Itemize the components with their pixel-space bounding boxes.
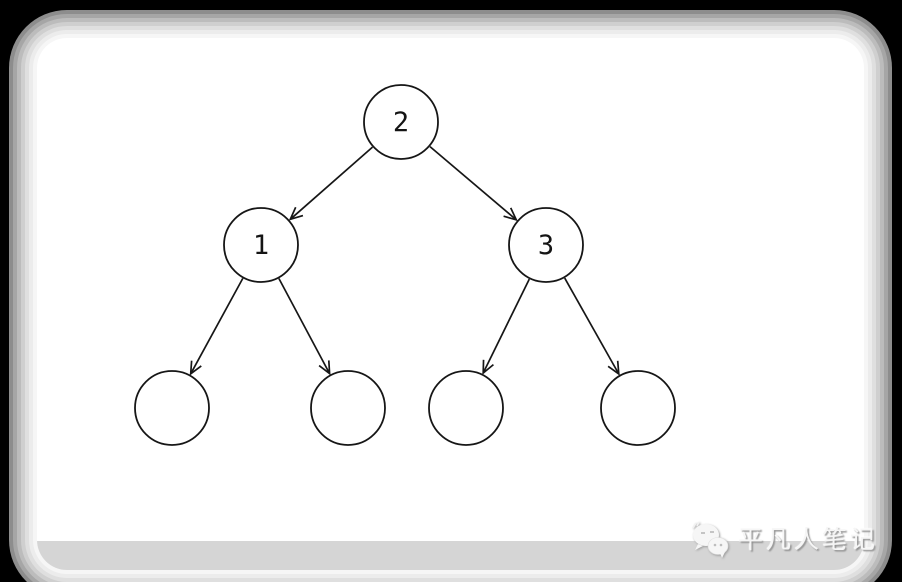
watermark-text: 平凡人笔记 bbox=[737, 524, 878, 554]
wechat-icon bbox=[692, 521, 729, 558]
watermark: 平凡人笔记 bbox=[689, 520, 878, 558]
framed-canvas bbox=[37, 38, 864, 570]
